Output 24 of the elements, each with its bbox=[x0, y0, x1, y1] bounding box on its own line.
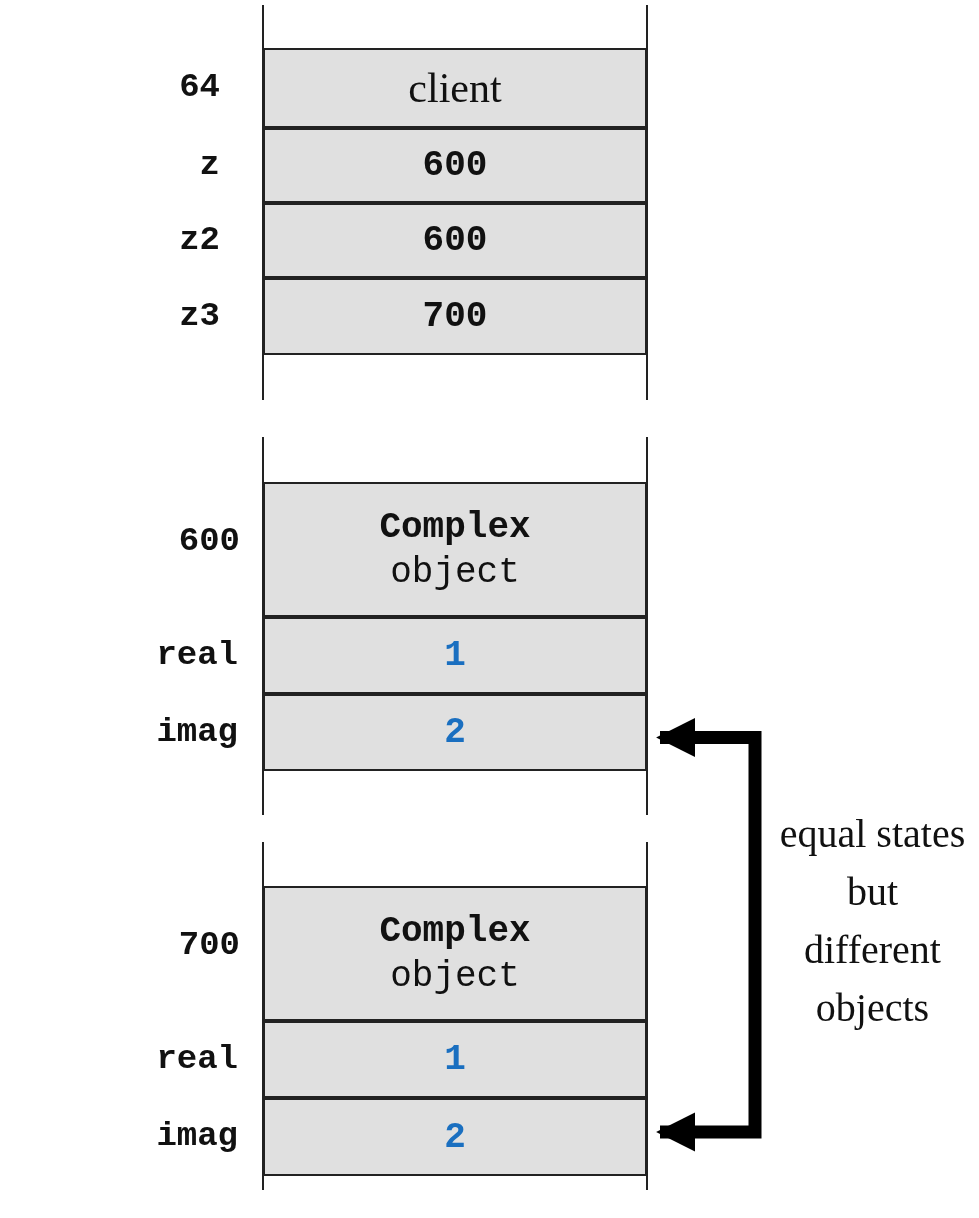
cell-value: 600 bbox=[422, 144, 488, 188]
type-label: object bbox=[390, 954, 520, 999]
edge-label: equal states but different objects bbox=[778, 809, 967, 1032]
type-label: object bbox=[390, 550, 520, 595]
field-value: 1 bbox=[444, 1038, 466, 1082]
cell-value: client bbox=[408, 63, 502, 113]
bracket-arrow bbox=[656, 718, 762, 1152]
cell-value: 700 bbox=[422, 295, 488, 339]
variable-name: z3 bbox=[179, 296, 220, 335]
class-name: Complex bbox=[379, 909, 531, 954]
variable-name: 600 bbox=[178, 522, 240, 560]
class-name: Complex bbox=[379, 505, 531, 550]
cell-value: 600 bbox=[422, 219, 488, 263]
variable-name: 700 bbox=[178, 926, 240, 964]
variable-name: z2 bbox=[179, 220, 220, 259]
variable-name: real bbox=[156, 1039, 238, 1078]
field-value: 2 bbox=[444, 711, 466, 755]
field-value: 1 bbox=[444, 634, 466, 678]
variable-name: z bbox=[199, 145, 220, 184]
field-value: 2 bbox=[444, 1115, 466, 1160]
variable-name: real bbox=[156, 635, 238, 674]
variable-name: imag bbox=[156, 1117, 238, 1155]
variable-name: 64 bbox=[179, 68, 220, 106]
variable-name: imag bbox=[156, 712, 238, 751]
